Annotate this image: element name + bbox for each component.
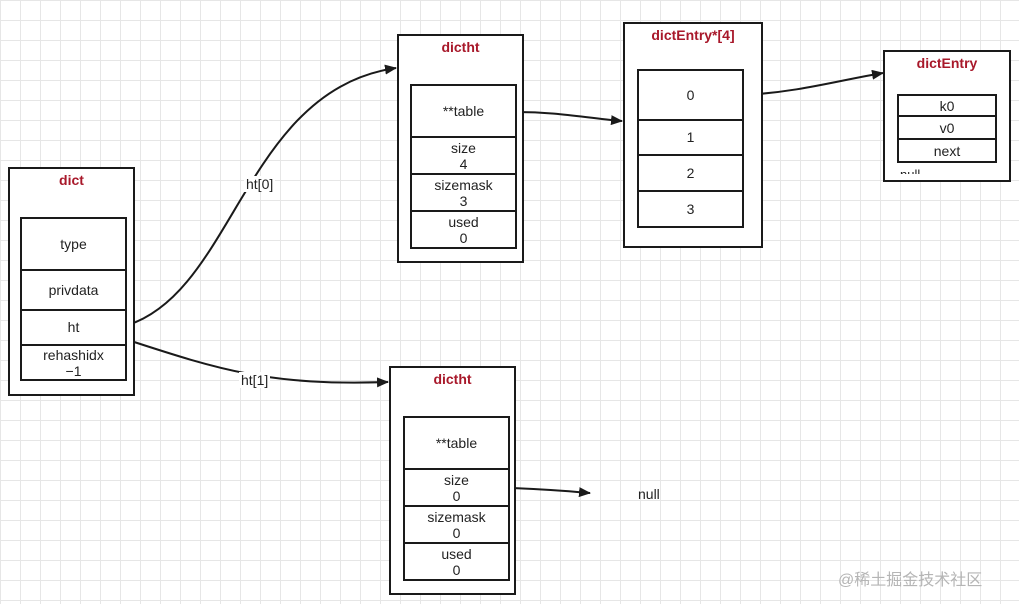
dictht-1-size-value: 0 xyxy=(452,487,461,504)
dict-type-cell: type xyxy=(20,217,127,271)
dictht-1-table-cell: **table xyxy=(403,416,510,470)
dictht-1-used-value: 0 xyxy=(452,561,461,578)
dictentry-next-null-label: null xyxy=(900,164,920,174)
entry-array-title: dictEntry*[4] xyxy=(651,27,735,43)
dictentry-v-label: v0 xyxy=(939,119,955,136)
dictht-0-sizemask-cell: sizemask 3 xyxy=(410,173,517,212)
dictht-1-table-label: **table xyxy=(435,434,478,451)
dictht-1-title: dictht xyxy=(433,371,472,387)
dictentry-v-cell: v0 xyxy=(897,115,997,140)
dict-ht-cell: ht xyxy=(20,309,127,346)
dictht-0-sizemask-value: 3 xyxy=(459,192,468,209)
dict-title: dict xyxy=(59,172,84,188)
dict-rehashidx-cell: rehashidx −1 xyxy=(20,344,127,381)
entry-array-slot-0: 0 xyxy=(637,69,744,121)
entry-array-slot-0-label: 0 xyxy=(686,86,695,103)
dictht-0-used-cell: used 0 xyxy=(410,210,517,249)
dictht-0-table-label: **table xyxy=(442,102,485,119)
entry-array-slot-3: 3 xyxy=(637,190,744,228)
dictht-0-used-value: 0 xyxy=(459,229,468,246)
arrow-table-to-entry-array xyxy=(515,111,623,126)
dictht-1-sizemask-value: 0 xyxy=(452,524,461,541)
dictentry-next-label: next xyxy=(933,142,961,159)
dictht-1-used-label: used xyxy=(441,545,472,562)
entry-array-slot-1-label: 1 xyxy=(686,129,695,145)
dictentry-title: dictEntry xyxy=(916,55,978,71)
dictht-0-size-value: 4 xyxy=(459,155,468,172)
dictht-0-table-cell: **table xyxy=(410,84,517,138)
entry-array-slot-3-label: 3 xyxy=(686,200,695,217)
entry-array-slot-2: 2 xyxy=(637,154,744,192)
dictentry-next-cell: next xyxy=(897,138,997,163)
dict-privdata-cell: privdata xyxy=(20,269,127,311)
arrow-ht1-table-to-null xyxy=(509,487,591,498)
dict-rehashidx-label: rehashidx xyxy=(43,346,104,363)
dictht-1-sizemask-label: sizemask xyxy=(427,508,486,525)
ht1-table-null-label: null xyxy=(638,486,660,502)
arrow-ht0-to-dictht xyxy=(127,64,397,326)
dict-type-label: type xyxy=(60,235,87,252)
entry-array-slot-2-label: 2 xyxy=(686,164,695,181)
ht0-link-label: ht[0] xyxy=(244,176,276,192)
dictht-1-size-cell: size 0 xyxy=(403,468,510,507)
dictht-0-title: dictht xyxy=(441,39,480,55)
ht1-link-label: ht[1] xyxy=(239,372,271,388)
dictht-0-sizemask-label: sizemask xyxy=(434,176,493,193)
entry-array-slot-1: 1 xyxy=(637,119,744,156)
arrow-slot0-to-dictentry xyxy=(743,69,884,96)
dict-ht-label: ht xyxy=(67,319,80,335)
dictht-0-used-label: used xyxy=(448,213,479,230)
dictentry-k-label: k0 xyxy=(939,97,955,114)
dictentry-k-cell: k0 xyxy=(897,94,997,117)
dictht-1-size-label: size xyxy=(444,471,469,488)
dict-privdata-label: privdata xyxy=(48,281,99,298)
dictht-0-size-cell: size 4 xyxy=(410,136,517,175)
dict-rehashidx-value: −1 xyxy=(65,362,82,379)
dictht-1-used-cell: used 0 xyxy=(403,542,510,581)
dictht-0-size-label: size xyxy=(451,139,476,156)
dictht-1-sizemask-cell: sizemask 0 xyxy=(403,505,510,544)
watermark: @稀土掘金技术社区 xyxy=(838,572,983,589)
